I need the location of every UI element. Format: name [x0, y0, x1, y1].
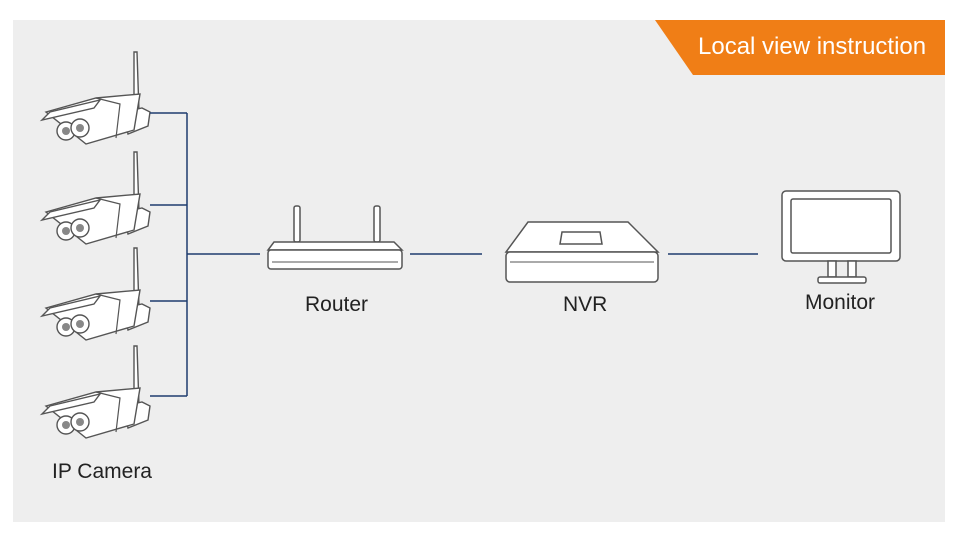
monitor-icon [781, 190, 901, 284]
router-label: Router [305, 293, 369, 316]
ip-camera-icon-2 [41, 151, 151, 245]
nvr-label: NVR [563, 293, 608, 316]
nvr-icon [504, 221, 660, 283]
router-icon [266, 205, 404, 270]
ip-camera-icon-1 [41, 51, 151, 145]
title-banner [655, 20, 945, 75]
ip-camera-label: IP Camera [52, 460, 152, 483]
ip-camera-icon-3 [41, 247, 151, 341]
banner-title: Local view instruction [698, 33, 927, 60]
ip-camera-icon-4 [41, 345, 151, 439]
monitor-label: Monitor [805, 291, 876, 314]
camera-bus-lines [150, 112, 188, 397]
diagram-background [13, 20, 945, 522]
